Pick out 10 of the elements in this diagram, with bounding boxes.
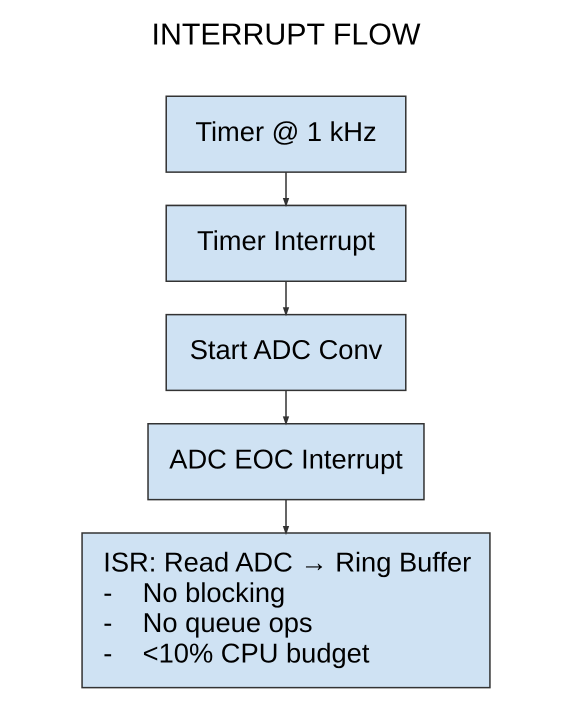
node-box: Start ADC Conv	[164, 314, 406, 392]
diagram-title: INTERRUPT FLOW	[151, 18, 420, 52]
arrow	[282, 500, 289, 536]
node-box: ADC EOC Interrupt	[146, 423, 424, 500]
arrow	[282, 281, 289, 316]
arrow	[282, 172, 289, 208]
arrow	[282, 390, 289, 426]
node-box: Timer Interrupt	[164, 204, 406, 282]
node-box: Timer @ 1 kHz	[164, 96, 406, 173]
node-box: ISR: Read ADC → Ring Buffer - No blocking - No queue ops - <10% CPU budget	[80, 532, 490, 688]
